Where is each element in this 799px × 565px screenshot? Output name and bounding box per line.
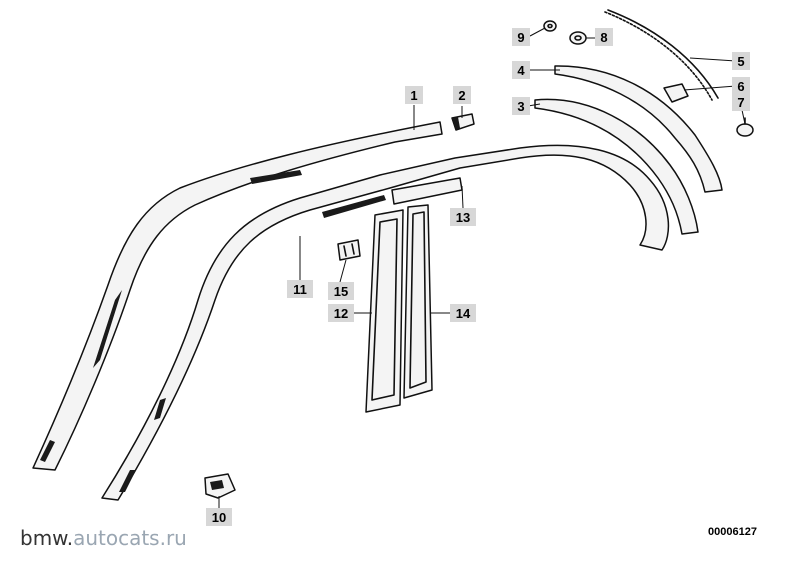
part-5-seal[interactable]	[604, 9, 719, 101]
svg-text:8: 8	[600, 30, 607, 45]
callout-12: 12	[328, 304, 354, 322]
svg-text:10: 10	[212, 510, 226, 525]
callout-7: 7	[732, 93, 750, 111]
svg-text:5: 5	[737, 54, 744, 69]
callout-11: 11	[287, 280, 313, 298]
part-7-rivet[interactable]	[736, 117, 754, 137]
part-3-arch-strip[interactable]	[534, 98, 699, 235]
svg-text:12: 12	[334, 306, 348, 321]
callout-15: 15	[328, 282, 354, 300]
svg-text:7: 7	[737, 95, 744, 110]
callout-1: 1	[405, 86, 423, 104]
callout-2: 2	[453, 86, 471, 104]
part-8-nut[interactable]	[569, 31, 587, 45]
part-14-pillar-trim[interactable]	[403, 204, 433, 399]
diagram-code: 00006127	[708, 526, 757, 538]
svg-text:9: 9	[517, 30, 524, 45]
callout-3: 3	[512, 97, 530, 115]
part-2-clip[interactable]	[451, 113, 475, 131]
callout-10: 10	[206, 508, 232, 526]
svg-text:4: 4	[517, 63, 525, 78]
svg-text:13: 13	[456, 210, 470, 225]
callout-6: 6	[732, 77, 750, 95]
svg-text:2: 2	[458, 88, 465, 103]
svg-text:1: 1	[410, 88, 417, 103]
part-11-door-molding[interactable]	[101, 144, 670, 501]
watermark-prefix: bmw.	[20, 526, 74, 550]
watermark: bmw.autocats.ru	[20, 526, 187, 550]
leader-lines	[218, 27, 746, 508]
part-6-clip[interactable]	[663, 83, 689, 103]
watermark-accent: autocats.ru	[73, 526, 187, 550]
svg-text:11: 11	[293, 282, 307, 297]
part-9-washer[interactable]	[543, 20, 557, 32]
part-12-pillar-trim[interactable]	[365, 209, 404, 413]
svg-text:15: 15	[334, 284, 348, 299]
part-15-bracket[interactable]	[337, 239, 361, 261]
svg-text:6: 6	[737, 79, 744, 94]
svg-text:3: 3	[517, 99, 524, 114]
part-10-clip[interactable]	[204, 473, 236, 499]
callout-14: 14	[450, 304, 476, 322]
part-4-arch-strip[interactable]	[554, 65, 723, 193]
callout-4: 4	[512, 61, 530, 79]
callout-8: 8	[595, 28, 613, 46]
part-1-roof-molding[interactable]	[32, 121, 443, 471]
callout-13: 13	[450, 208, 476, 226]
callout-9: 9	[512, 28, 530, 46]
svg-text:14: 14	[456, 306, 471, 321]
callout-5: 5	[732, 52, 750, 70]
